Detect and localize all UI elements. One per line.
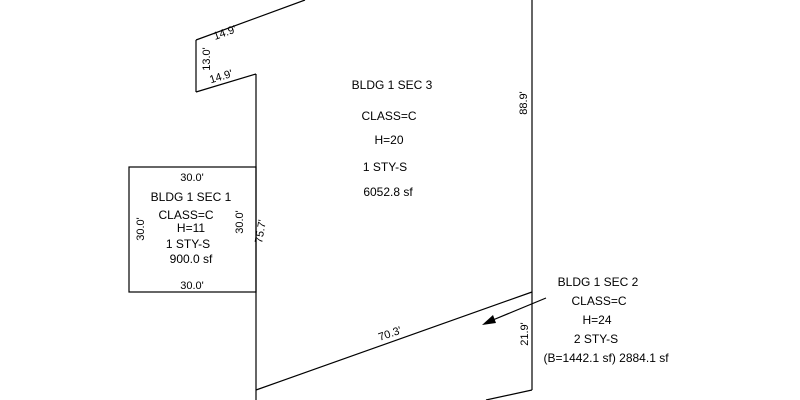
sec2-height: H=24 (582, 313, 611, 327)
dim-notch-top: 14.9' (212, 24, 238, 43)
sec1-title: BLDG 1 SEC 1 (151, 190, 232, 204)
sec2-area: (B=1442.1 sf) 2884.1 sf (543, 351, 669, 365)
sec2-title: BLDG 1 SEC 2 (558, 275, 639, 289)
sec3-title: BLDG 1 SEC 3 (352, 78, 433, 92)
sec3-height: H=20 (374, 133, 403, 147)
notch-bottom-edge (195, 73, 257, 93)
sec3-outline (195, 0, 533, 400)
sec3-area: 6052.8 sf (363, 185, 413, 199)
sec2-stories: 2 STY-S (574, 332, 618, 346)
dim-sec1-top: 30.0' (180, 172, 204, 184)
sec1-stories: 1 STY-S (166, 237, 210, 251)
dim-diagonal: 70.3' (377, 325, 403, 344)
leader-line (487, 297, 547, 323)
dim-sec2-side: 21.9' (519, 322, 531, 346)
sec1-area: 900.0 sf (170, 252, 213, 266)
sec3-class: CLASS=C (361, 109, 416, 123)
sec1-class: CLASS=C (158, 208, 213, 222)
sec3-diagonal-edge (255, 291, 533, 391)
dim-sec1-left: 30.0' (135, 217, 147, 241)
dim-sec1-right: 30.0' (234, 210, 246, 234)
dim-sec3-left: 75.7' (253, 219, 269, 244)
sec1-height: H=11 (177, 221, 205, 235)
sec3-stories: 1 STY-S (363, 160, 407, 174)
dim-notch-side: 13.0' (201, 47, 213, 71)
dim-sec3-right: 88.9' (518, 91, 530, 115)
sec3-top-slant-edge (195, 0, 306, 41)
sec2-bottom-edge (485, 389, 533, 400)
sec2-leader-arrow (482, 297, 547, 325)
sec1-outline (128, 166, 257, 293)
dim-sec1-bottom: 30.0' (180, 280, 204, 292)
sec2-class: CLASS=C (571, 294, 626, 308)
arrowhead (482, 315, 496, 325)
